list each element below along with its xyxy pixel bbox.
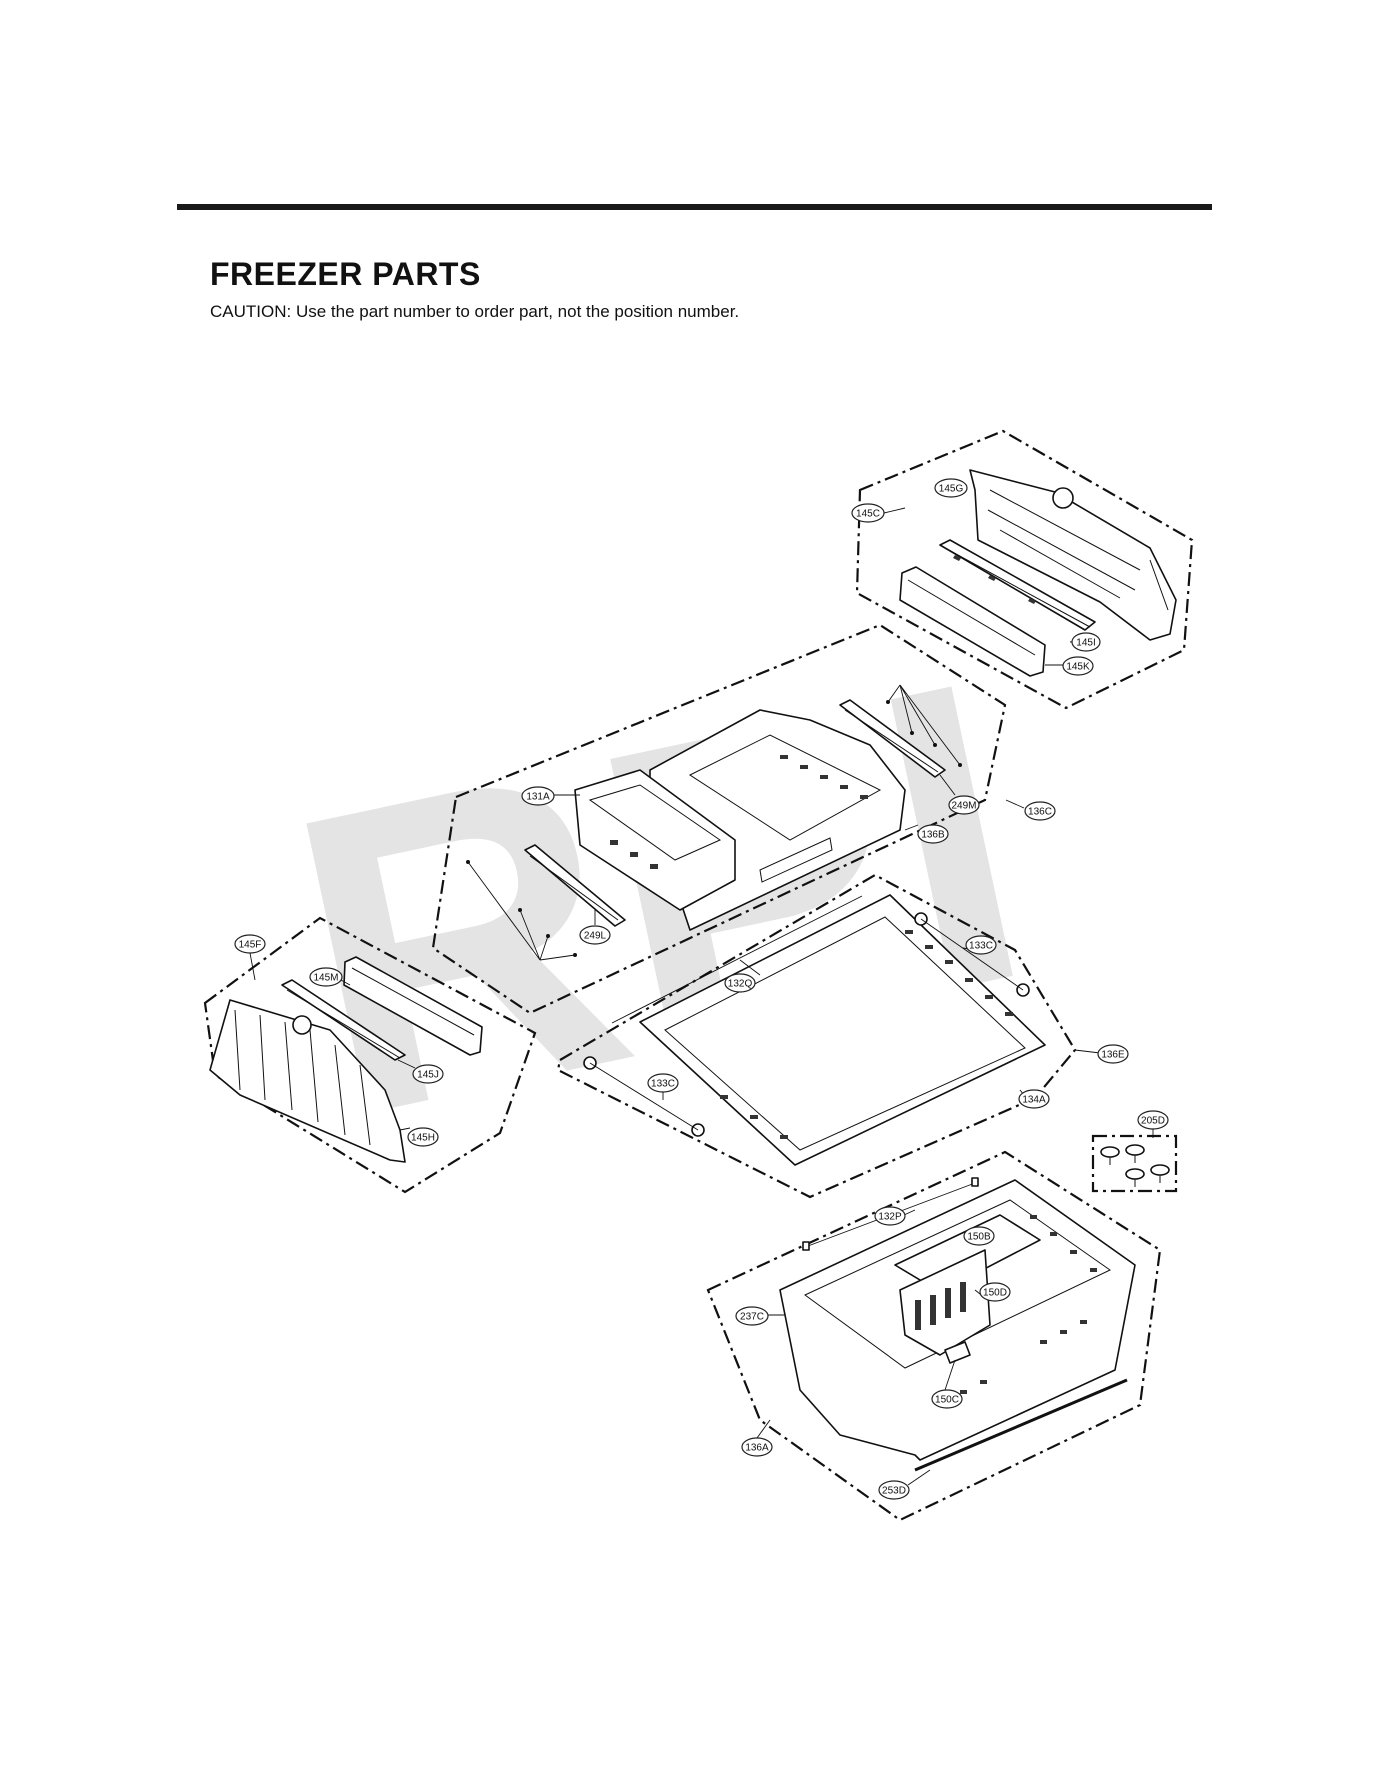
svg-text:136C: 136C [1028,807,1052,818]
group-boundary-205D [1091,1134,1178,1193]
svg-text:132Q: 132Q [728,979,753,990]
svg-text:134A: 134A [1022,1095,1046,1106]
part-145I-slide-rail [939,539,1096,631]
svg-text:145M: 145M [313,973,338,984]
callout-150D: 150D [974,1282,1011,1302]
svg-text:145F: 145F [239,940,262,951]
svg-text:145I: 145I [1076,638,1095,649]
part-150D-basket-insert [899,1249,991,1356]
callout-249M: 249M [939,774,980,815]
part-249L-drawer-rail [524,844,626,927]
part-145M-rail-cover [343,956,483,1056]
callout-145J: 145J [397,1059,444,1084]
svg-text:136E: 136E [1101,1050,1125,1061]
callout-136E: 136E [1074,1044,1129,1064]
part-205D-casters [1100,1144,1170,1187]
svg-text:145C: 145C [856,509,880,520]
svg-text:133C: 133C [969,941,993,952]
callout-133C-bottom: 133C [647,1073,679,1100]
group-boundary-136A [706,1150,1162,1522]
svg-text:145G: 145G [939,484,964,495]
callout-145C: 145C [851,503,906,523]
svg-text:145H: 145H [411,1133,435,1144]
header-rule [177,204,1212,210]
part-131A-ice-bin [574,769,736,911]
part-150C-clip [944,1341,971,1364]
part-253D-rod [914,1378,1128,1472]
svg-text:249M: 249M [951,801,976,812]
part-133C-rollers [583,912,1030,1137]
callout-253D: 253D [878,1469,931,1500]
part-134A-tray [639,894,1046,1166]
svg-text:145J: 145J [417,1070,439,1081]
callout-145G: 145G [934,478,968,498]
svg-text:132P: 132P [878,1212,902,1223]
svg-text:136B: 136B [921,830,945,841]
svg-text:150D: 150D [983,1288,1007,1299]
screws-136C [466,684,962,961]
svg-text:145K: 145K [1066,662,1090,673]
group-boundary-145F [203,916,537,1194]
page-title: FREEZER PARTS [210,256,481,292]
group-boundary-145C [855,429,1194,710]
part-132Q-rod [611,895,863,1024]
callout-132Q: 132Q [724,959,761,993]
caution-note: CAUTION: Use the part number to order pa… [210,302,740,321]
callout-145F: 145F [234,934,266,981]
part-145J-slide-rail [281,979,406,1061]
svg-text:136A: 136A [745,1443,769,1454]
callout-145M: 145M [309,967,351,987]
group-boundary-136E [556,873,1077,1199]
callout-150B: 150B [963,1226,995,1246]
callout-150C: 150C [931,1359,963,1409]
svg-text:249L: 249L [584,931,607,942]
part-145G-bracket [969,469,1177,641]
part-249M-drawer-rail [839,699,946,778]
svg-text:205D: 205D [1141,1116,1165,1127]
callout-136A: 136A [741,1419,773,1457]
group-boundary-136C [431,623,1007,1015]
callout-249L: 249L [579,910,611,945]
svg-text:131A: 131A [526,792,550,803]
callout-132P: 132P [874,1206,916,1226]
callout-145H: 145H [399,1127,439,1147]
callout-133C-top: 133C [962,935,997,955]
svg-text:253D: 253D [882,1486,906,1497]
callout-134A: 134A [1018,1089,1050,1109]
callout-136C: 136C [1005,799,1056,821]
part-145K-rail-cover [899,566,1046,677]
callout-145K: 145K [1045,656,1094,676]
svg-text:133C: 133C [651,1079,675,1090]
callout-205D: 205D [1137,1110,1169,1138]
callout-237C: 237C [735,1306,785,1326]
svg-text:150C: 150C [935,1395,959,1406]
callout-145I: 145I [1069,632,1101,652]
callout-136B: 136B [904,824,949,844]
svg-text:150B: 150B [967,1232,991,1243]
svg-text:237C: 237C [740,1312,764,1323]
callout-131A: 131A [521,786,580,806]
